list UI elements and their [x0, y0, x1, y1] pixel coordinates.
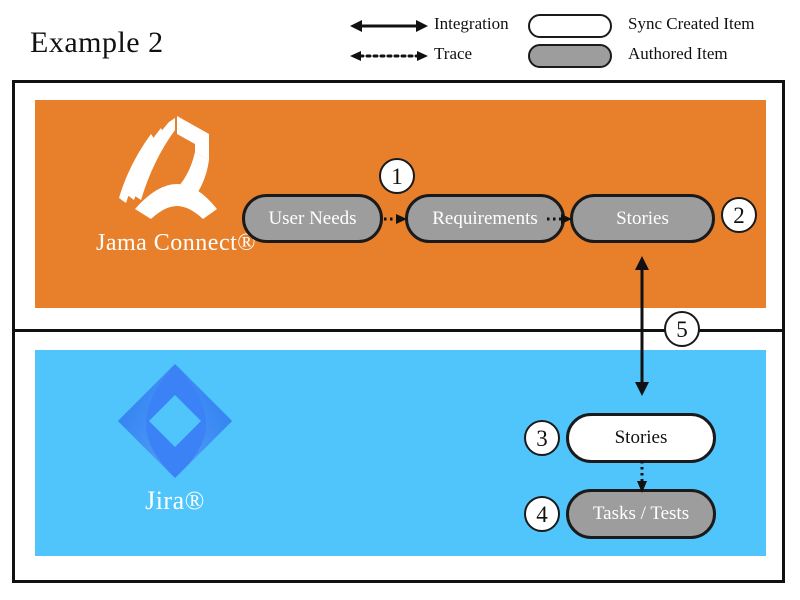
legend-label-sync-created-item: Sync Created Item	[628, 14, 755, 33]
jama-connect-logo-icon	[119, 116, 217, 219]
page-title: Example 2	[30, 26, 164, 59]
authored-item-swatch	[528, 44, 612, 68]
step-badge-3: 3	[524, 420, 560, 456]
jira-brand-name: Jira®	[145, 486, 205, 515]
legend-row-integration: Integration Sync Created Item	[350, 13, 790, 39]
step-badge-4: 4	[524, 496, 560, 532]
trace-arrow-requirements-to-stories	[546, 205, 572, 233]
jama-connect-brand: Jama Connect®	[71, 114, 281, 257]
jira-item-stories-label: Stories	[614, 427, 668, 448]
jama-item-stories[interactable]: Stories	[570, 194, 715, 243]
legend-row-trace: Trace Authored Item	[350, 43, 790, 69]
trace-arrow-icon	[350, 43, 428, 69]
sync-created-item-swatch	[528, 14, 612, 38]
jama-item-user-needs[interactable]: User Needs	[242, 194, 383, 243]
jama-item-requirements-label: Requirements	[432, 207, 538, 229]
step-badge-1: 1	[379, 158, 415, 194]
section-divider	[12, 329, 785, 332]
legend-label-authored-item: Authored Item	[628, 44, 728, 63]
step-badge-2: 2	[721, 197, 757, 233]
integration-arrow-jama-to-jira	[628, 256, 656, 396]
jama-item-stories-label: Stories	[616, 207, 669, 229]
jira-item-tasks-tests-label: Tasks / Tests	[592, 503, 690, 524]
legend: Integration Sync Created Item Trace Auth…	[350, 13, 790, 71]
trace-arrow-jira-stories-to-tasks-tests	[629, 461, 655, 493]
jira-item-tasks-tests[interactable]: Tasks / Tests	[566, 489, 716, 539]
legend-label-trace: Trace	[434, 44, 473, 63]
jama-item-requirements[interactable]: Requirements	[405, 194, 565, 243]
jira-logo-icon	[118, 364, 232, 478]
jama-connect-brand-name: Jama Connect®	[95, 230, 257, 256]
jira-item-stories[interactable]: Stories	[566, 413, 716, 463]
trace-arrow-user-needs-to-requirements	[383, 205, 407, 233]
jama-item-user-needs-label: User Needs	[268, 207, 357, 229]
step-badge-5: 5	[664, 311, 700, 347]
legend-label-integration: Integration	[434, 14, 509, 33]
integration-arrow-icon	[350, 13, 428, 39]
jira-brand: Jira®	[65, 362, 285, 516]
